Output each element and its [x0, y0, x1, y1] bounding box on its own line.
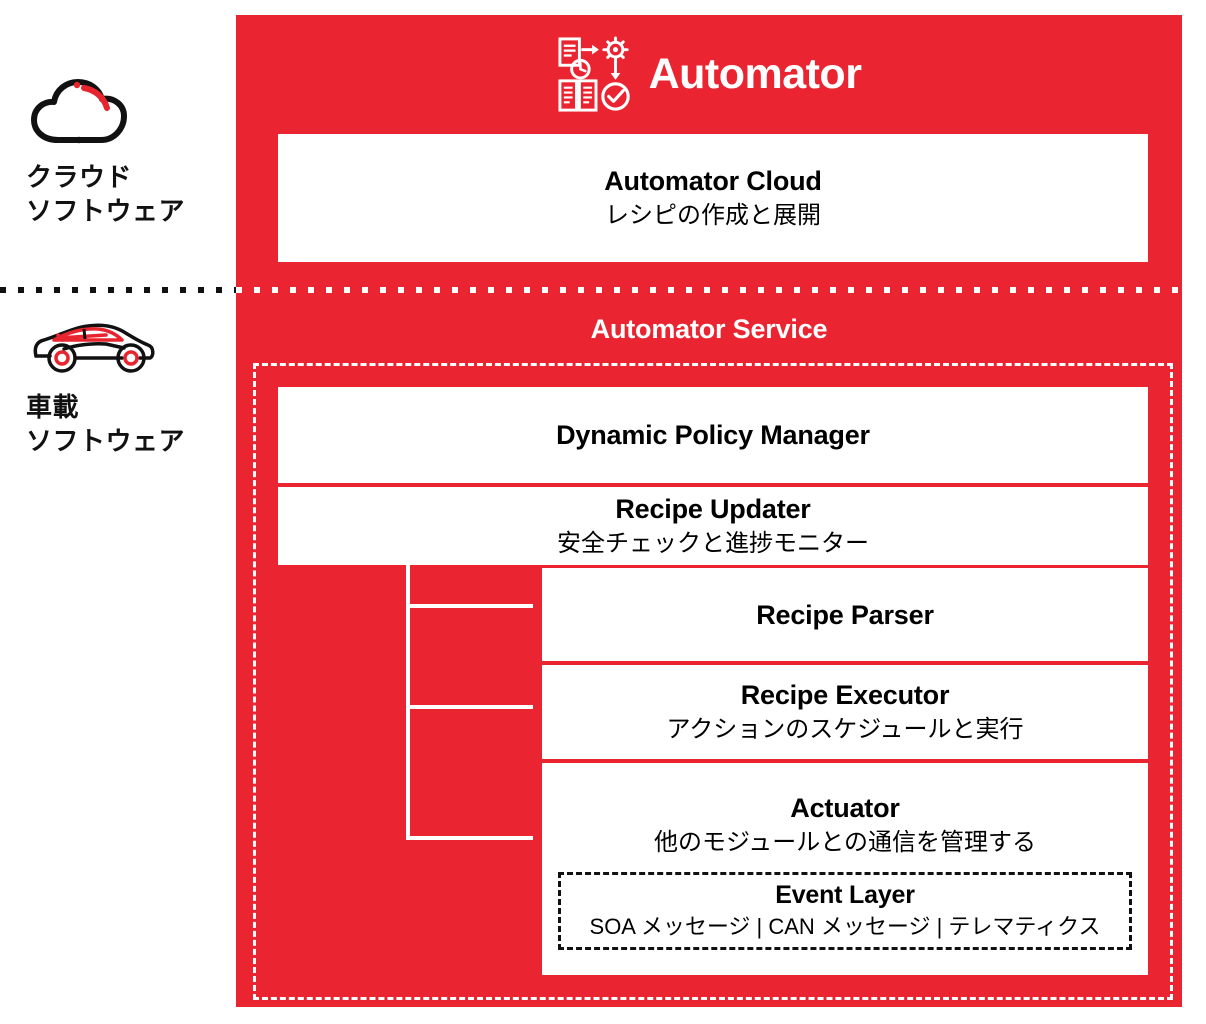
box-recipe-parser[interactable]: Recipe Parser — [542, 568, 1148, 661]
brand-title: Automator — [648, 50, 862, 98]
box-subtitle: 安全チェックと進捗モニター — [557, 530, 869, 557]
box-dynamic-policy-manager[interactable]: Dynamic Policy Manager — [278, 387, 1148, 483]
box-title: Recipe Executor — [740, 680, 950, 710]
box-subtitle: レシピの作成と展開 — [605, 202, 821, 229]
event-layer-subtitle: SOA メッセージ | CAN メッセージ | テレマティクス — [589, 914, 1101, 939]
cloud-icon — [28, 70, 148, 153]
box-title: Recipe Parser — [756, 599, 934, 630]
box-event-layer[interactable]: Event Layer SOA メッセージ | CAN メッセージ | テレマテ… — [558, 872, 1132, 950]
box-automator-cloud[interactable]: Automator Cloud レシピの作成と展開 — [278, 134, 1148, 262]
box-recipe-executor[interactable]: Recipe Executor アクションのスケジュールと実行 — [542, 665, 1148, 759]
divider-right-segment — [236, 287, 1182, 293]
automator-panel: Automator Automator Cloud レシピの作成と展開 Auto… — [236, 15, 1182, 1007]
box-subtitle: 他のモジュールとの通信を管理する — [653, 829, 1037, 856]
box-title: Dynamic Policy Manager — [556, 420, 870, 450]
box-recipe-updater[interactable]: Recipe Updater 安全チェックと進捗モニター — [278, 487, 1148, 565]
connector-branch-recipe-executor — [406, 705, 533, 709]
automator-service-frame — [253, 363, 1173, 1000]
event-layer-title: Event Layer — [775, 881, 915, 909]
legend-vehicle-label: 車載 ソフトウェア — [26, 392, 186, 456]
connector-vertical-trunk — [406, 558, 410, 840]
divider-left-segment — [0, 287, 236, 293]
section-divider — [0, 287, 1206, 293]
box-title: Automator Cloud — [604, 166, 822, 196]
automation-workflow-icon — [558, 35, 630, 112]
box-actuator[interactable]: Actuator 他のモジュールとの通信を管理する Event Layer SO… — [542, 763, 1148, 975]
automator-service-heading: Automator Service — [590, 314, 828, 344]
brand-header: Automator — [236, 15, 1182, 134]
box-title: Actuator — [790, 793, 900, 823]
connector-branch-recipe-parser — [406, 604, 533, 608]
connector-branch-actuator — [406, 836, 533, 840]
box-title: Recipe Updater — [615, 494, 811, 524]
car-icon — [28, 318, 158, 379]
legend-cloud-label: クラウド ソフトウェア — [26, 162, 186, 226]
box-subtitle: アクションのスケジュールと実行 — [666, 716, 1024, 743]
